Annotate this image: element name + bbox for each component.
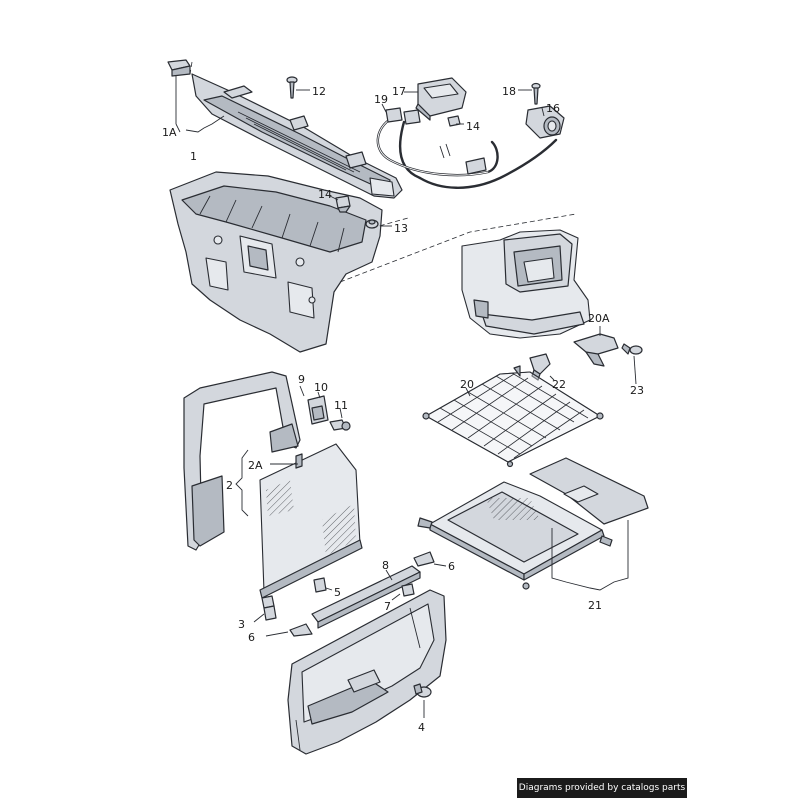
rear-panel <box>169 171 383 353</box>
callout-2A: 2A <box>248 459 263 472</box>
callout-20: 20 <box>460 378 474 391</box>
part-8-trim-strip <box>311 565 421 629</box>
callout-14-right: 14 <box>466 120 480 133</box>
callout-1A: 1A <box>162 126 177 139</box>
callout-23: 23 <box>630 384 644 397</box>
part-20A-hook <box>573 333 619 367</box>
part-18-screw <box>531 82 541 105</box>
callout-2: 2 <box>226 479 233 492</box>
callout-17: 17 <box>392 85 406 98</box>
part-21-floor-mat <box>417 457 649 590</box>
part-20-cargo-net <box>422 365 604 468</box>
part-12-screw <box>286 76 298 99</box>
callout-6-lower: 6 <box>248 631 255 644</box>
callout-19: 19 <box>374 93 388 106</box>
callout-12: 12 <box>312 85 326 98</box>
callout-6-upper: 6 <box>448 560 455 573</box>
callout-10: 10 <box>314 381 328 394</box>
callout-9: 9 <box>298 373 305 386</box>
callout-labels: 1A 1 12 17 19 14 18 16 14 13 20A 22 23 2… <box>162 85 644 734</box>
door-trim-panel <box>287 589 447 755</box>
credit-banner: Diagrams provided by catalogs parts <box>517 778 687 798</box>
part-17-control-module <box>415 77 467 121</box>
callout-4: 4 <box>418 721 425 734</box>
part-5-clip <box>313 577 327 593</box>
callout-7: 7 <box>384 600 391 613</box>
part-9-window-frame <box>183 371 301 551</box>
part-4-screw <box>413 683 432 698</box>
part-11-screw <box>329 419 351 431</box>
callout-11: 11 <box>334 399 348 412</box>
part-14-clip-right <box>447 115 461 127</box>
part-3-clip <box>263 605 277 621</box>
callout-14-left: 14 <box>318 188 332 201</box>
part-23-screw <box>621 343 643 355</box>
callout-22: 22 <box>552 378 566 391</box>
leader-lines <box>175 76 637 718</box>
part-1-housing <box>167 59 403 199</box>
part-6-cap-lower <box>289 623 313 637</box>
part-14-clip-left <box>335 195 351 213</box>
car-rear-view <box>461 229 591 339</box>
part-10-guide <box>307 395 329 425</box>
callout-1: 1 <box>190 150 197 163</box>
callout-13: 13 <box>394 222 408 235</box>
part-13-nut <box>365 219 379 229</box>
part-19-wiring-harness <box>376 107 558 189</box>
guide-lines <box>189 61 577 283</box>
callout-16: 16 <box>546 102 560 115</box>
part-7-clip <box>401 583 415 597</box>
callout-18: 18 <box>502 85 516 98</box>
part-2-sunblind <box>259 443 363 609</box>
callout-21: 21 <box>588 599 602 612</box>
callout-8: 8 <box>382 559 389 572</box>
callout-5: 5 <box>334 586 341 599</box>
part-16-lock-motor <box>525 105 565 139</box>
part-6-cap-upper <box>413 551 435 567</box>
callout-3: 3 <box>238 618 245 631</box>
callout-20A: 20A <box>588 312 610 325</box>
